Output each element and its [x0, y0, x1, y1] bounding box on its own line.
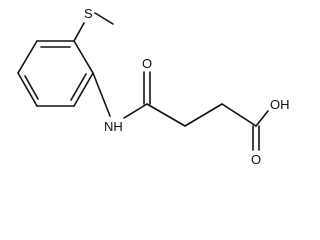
acid-oh-label: OH	[270, 97, 290, 112]
chemical-structure: S NH O OH O	[17, 6, 290, 167]
ring-double-bond	[24, 75, 39, 100]
sulfur-atom-label: S	[84, 6, 93, 21]
ring-bond	[17, 40, 38, 74]
chain-bond	[221, 103, 257, 127]
ring-double-bond	[70, 73, 87, 101]
ring-bond	[73, 40, 94, 74]
amide-nh-label: NH	[104, 119, 123, 134]
benzene-ring	[17, 40, 94, 107]
chain-bond	[146, 103, 186, 127]
nitrogen-to-carbonyl-bond	[123, 103, 148, 119]
ring-bond	[17, 72, 38, 107]
acid-hydroxyl-bond	[255, 110, 269, 127]
sulfur-to-methyl-bond	[94, 12, 114, 25]
chain-bond	[184, 103, 223, 127]
ring-to-sulfur-bond	[73, 22, 85, 42]
ring-bond	[73, 72, 94, 107]
amide-oxygen-label: O	[142, 56, 152, 71]
acid-carbonyl-oxygen-label: O	[251, 152, 261, 167]
ring-to-nitrogen-bond	[92, 72, 111, 117]
